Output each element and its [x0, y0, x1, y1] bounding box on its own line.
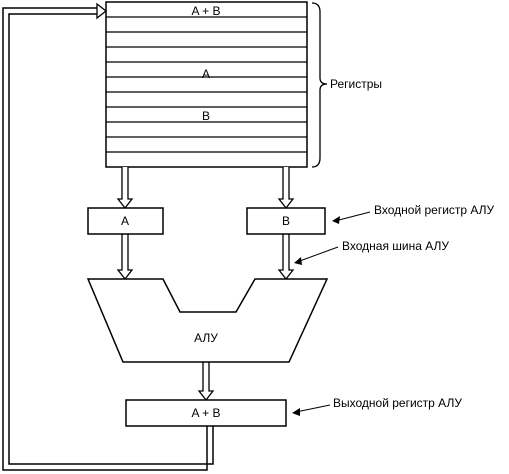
output-register — [125, 399, 287, 427]
input-register-pointer — [334, 211, 371, 222]
bus-arrow-register-to-b — [277, 167, 295, 210]
bus-arrow-b-to-alu — [277, 234, 295, 281]
input-register-annotation: Входной регистр АЛУ — [374, 203, 495, 217]
input-register-a — [87, 207, 164, 235]
feedback-bus-inner — [8, 13, 214, 465]
input-register-b — [246, 207, 326, 235]
register-brace — [311, 2, 328, 168]
register-cell-a: A — [202, 67, 210, 81]
bus-arrow-alu-to-output — [197, 362, 215, 402]
register-cell-sum: A + B — [191, 4, 220, 18]
output-register-label: A + B — [191, 406, 220, 420]
feedback-arrowhead — [96, 2, 108, 20]
register-cell-b: B — [202, 109, 210, 123]
registers-label: Регистры — [330, 77, 382, 91]
input-bus-annotation: Входная шина АЛУ — [342, 239, 449, 253]
alu-label: АЛУ — [194, 331, 218, 345]
output-register-pointer-head — [292, 408, 300, 416]
register-file: A + B A B — [105, 1, 308, 168]
bus-arrow-register-to-a — [116, 167, 134, 210]
alu-block — [86, 278, 329, 363]
feedback-bus — [2, 7, 208, 471]
input-register-a-label: A — [121, 214, 129, 228]
input-bus-pointer-head — [294, 257, 302, 265]
input-bus-pointer — [296, 246, 339, 263]
output-register-annotation: Выходной регистр АЛУ — [333, 396, 462, 410]
input-register-b-label: B — [282, 214, 290, 228]
output-register-pointer — [295, 404, 331, 413]
input-register-pointer-head — [332, 216, 340, 224]
bus-arrow-a-to-alu — [116, 234, 134, 281]
register-dividers — [106, 16, 307, 153]
